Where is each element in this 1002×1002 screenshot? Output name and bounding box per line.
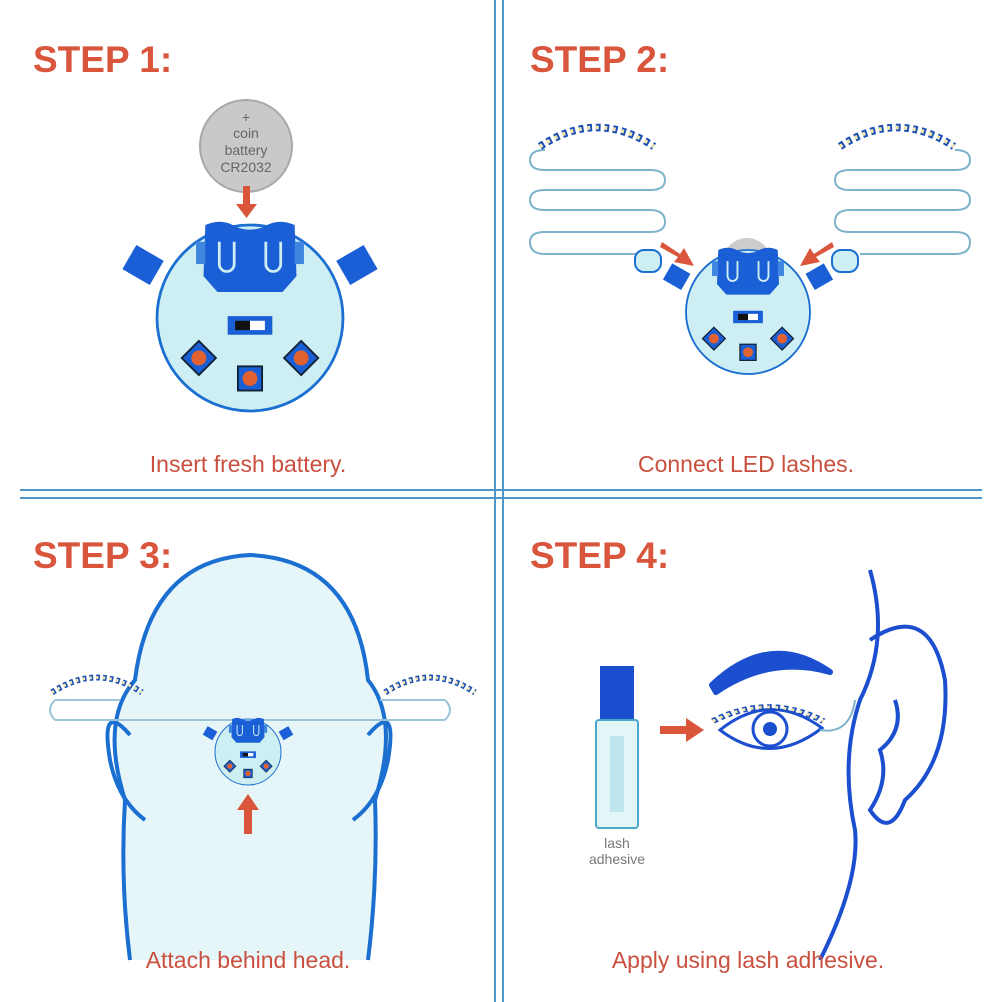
- controller-board: [120, 220, 380, 413]
- grid-dividers: [20, 0, 982, 1002]
- step-2-panel: STEP 2: Connect LED lashes.: [528, 39, 972, 477]
- step-3-panel: STEP 3: Attach behind head.: [33, 535, 475, 973]
- controller-board: [661, 246, 835, 375]
- connector-left: [634, 249, 662, 273]
- coin-battery: + coin battery CR2032: [199, 99, 293, 193]
- arrow-right-down-icon: [660, 242, 694, 266]
- step-4-title: STEP 4:: [530, 535, 669, 576]
- battery-label-3: CR2032: [220, 159, 272, 175]
- step-1-title: STEP 1:: [33, 39, 172, 80]
- arrow-right-icon: [660, 718, 704, 742]
- ear-right: [351, 720, 393, 822]
- step-4-caption: Apply using lash adhesive.: [612, 947, 884, 973]
- step-1-caption: Insert fresh battery.: [150, 451, 346, 477]
- eye: [717, 708, 825, 750]
- ear-left: [105, 720, 147, 822]
- step-3-title: STEP 3:: [33, 535, 172, 576]
- lash-wires: [528, 149, 972, 255]
- lash-adhesive-bottle: [595, 666, 639, 829]
- connector-right: [831, 249, 859, 273]
- battery-label-1: coin: [233, 125, 259, 141]
- step-2-caption: Connect LED lashes.: [638, 451, 854, 477]
- ear: [867, 624, 948, 825]
- led-lash-right: [840, 128, 954, 147]
- battery-label-2: battery: [225, 142, 268, 158]
- led-lash-left: [540, 128, 654, 147]
- battery-plus: +: [242, 109, 250, 125]
- arrow-down-icon: [236, 186, 257, 218]
- arrow-left-down-icon: [800, 242, 834, 266]
- bottle-label-2: adhesive: [589, 851, 645, 867]
- eyebrow: [709, 650, 833, 695]
- bottle-label-1: lash: [604, 835, 630, 851]
- step-2-title: STEP 2:: [530, 39, 669, 80]
- step-4-panel: STEP 4: lash adhesive Apply using lash a…: [530, 535, 948, 973]
- face-profile: [818, 569, 880, 961]
- step-1-panel: STEP 1: + coin battery CR2032 Insert fre…: [33, 39, 380, 477]
- led-lash-right: [385, 678, 475, 693]
- arrow-up-icon: [237, 794, 259, 834]
- step-3-caption: Attach behind head.: [146, 947, 351, 973]
